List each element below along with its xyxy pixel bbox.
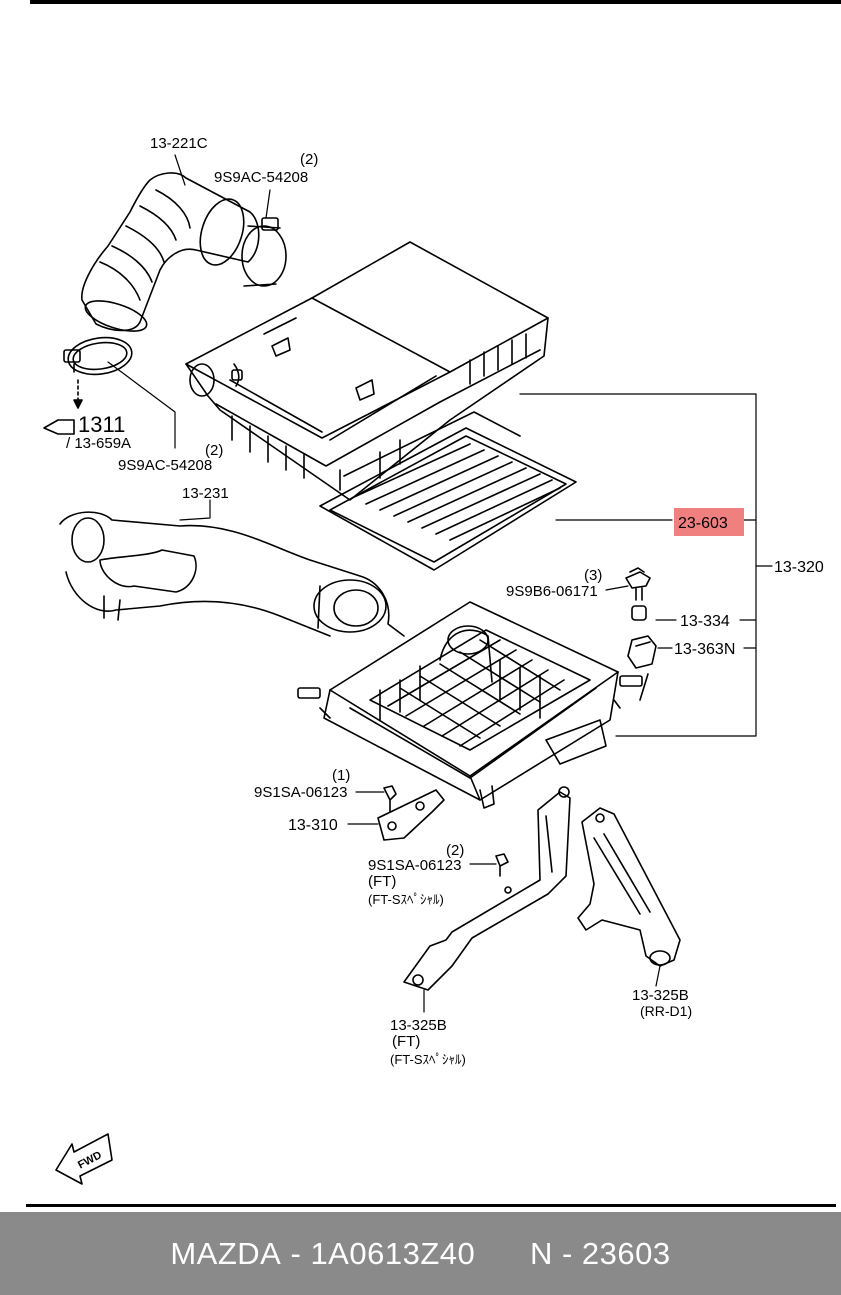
- fwd-arrow-icon: [55, 1133, 113, 1185]
- label-9s9ac-54208-top: 9S9AC-54208: [214, 169, 308, 186]
- label-ft-b: (FT): [392, 1033, 420, 1050]
- bracket-13-325b-rr: [577, 807, 681, 967]
- footer-gap: [475, 1236, 530, 1272]
- footer-bar: MAZDA - 1A0613Z40 N - 23603: [0, 1212, 841, 1295]
- air-hose: [59, 511, 405, 637]
- footer-dash-2: -: [561, 1235, 573, 1271]
- label-9s1sa-06123-b: 9S1SA-06123: [368, 857, 461, 874]
- label-13-325b-rr: 13-325B: [632, 987, 689, 1004]
- label-23-603: 23-603: [678, 515, 728, 532]
- bracket-13-310: [377, 785, 445, 841]
- label-ft-spec-a: (FT-Sｽﾍﾟｼｬﾙ): [368, 892, 444, 907]
- highlight-box: [674, 508, 744, 536]
- intake-duct: [81, 172, 287, 332]
- footer-dash-1: -: [290, 1235, 302, 1271]
- footer-sep-2: [301, 1236, 310, 1272]
- label-1311: 1311: [78, 412, 125, 437]
- air-cleaner-case: [297, 601, 643, 809]
- label-ft-a: (FT): [368, 873, 396, 890]
- label-13-334: 13-334: [680, 613, 730, 630]
- label-ft-spec-b: (FT-Sｽﾍﾟｼｬﾙ): [390, 1052, 466, 1067]
- label-9s9b6-06171: 9S9B6-06171: [506, 583, 598, 600]
- label-qty-3: (3): [584, 567, 602, 584]
- label-13-325b-ft: 13-325B: [390, 1017, 447, 1034]
- label-13-231: 13-231: [182, 485, 229, 502]
- label-13-310: 13-310: [288, 817, 338, 834]
- top-rule: [30, 0, 841, 4]
- footer-brand: MAZDA: [170, 1235, 282, 1271]
- label-13-659a: / 13-659A: [66, 435, 131, 452]
- label-9s1sa-06123-a: 9S1SA-06123: [254, 784, 347, 801]
- label-qty-2-top: (2): [300, 151, 318, 168]
- footer-n-label: N: [529, 1235, 553, 1271]
- footer-part-number: 1A0613Z40: [310, 1235, 476, 1271]
- ref-arrow-1311: [43, 379, 83, 435]
- bolt-small: [495, 853, 509, 877]
- bolt-grommet-set: [625, 567, 657, 701]
- label-13-221c: 13-221C: [150, 135, 208, 152]
- label-13-320: 13-320: [774, 559, 824, 576]
- footer-n-value: 23603: [581, 1235, 671, 1271]
- bracket-13-325b-ft: [403, 786, 571, 991]
- label-13-363n: 13-363N: [674, 641, 735, 658]
- label-qty-2-mid: (2): [205, 442, 223, 459]
- label-9s9ac-54208-mid: 9S9AC-54208: [118, 457, 212, 474]
- label-rr-d1: (RR-D1): [640, 1003, 692, 1019]
- air-cleaner-cover: [185, 241, 549, 501]
- label-qty-2-low: (2): [446, 842, 464, 859]
- footer-sep-3: [553, 1236, 562, 1272]
- label-qty-1: (1): [332, 767, 350, 784]
- leader-lines: [107, 154, 773, 1013]
- footer-sep-4: [573, 1236, 582, 1272]
- fwd-label: FWD: [76, 1149, 104, 1171]
- hose-clamp: [63, 336, 133, 376]
- air-filter-element: [319, 411, 577, 571]
- footer-sep-1: [281, 1236, 290, 1272]
- bottom-rule: [26, 1204, 836, 1207]
